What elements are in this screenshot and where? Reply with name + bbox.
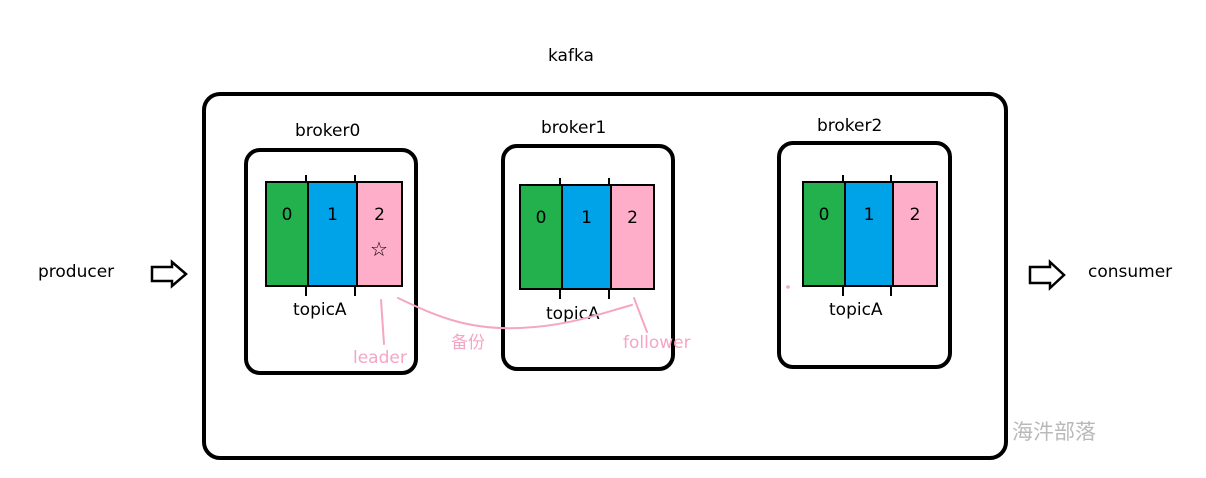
topic-partitions: 0 1 2 — [519, 184, 655, 290]
backup-label: 备份 — [451, 333, 485, 353]
broker-label: broker2 — [817, 116, 883, 136]
consumer-label: consumer — [1088, 262, 1173, 282]
broker-box — [244, 148, 418, 375]
partition-1: 1 — [561, 186, 610, 288]
partition-2: 2 — [610, 186, 653, 288]
star-icon: ☆ — [370, 237, 388, 261]
producer-label: producer — [38, 262, 115, 282]
topic-label: topicA — [829, 300, 883, 320]
partition-number: 0 — [818, 205, 830, 225]
partition-number: 0 — [281, 205, 293, 225]
broker-box — [501, 144, 675, 371]
broker-label: broker0 — [295, 121, 361, 141]
partition-2: 2 ☆ — [356, 183, 401, 285]
topic-partitions: 0 1 2 ☆ — [265, 181, 403, 287]
follower-label: follower — [623, 333, 691, 353]
topic-partitions: 0 1 2 — [802, 181, 938, 287]
partition-number: 1 — [581, 208, 592, 228]
partition-0: 0 — [804, 183, 844, 285]
partition-number: 2 — [627, 208, 638, 228]
topic-label: topicA — [293, 300, 347, 320]
kafka-cluster-box — [202, 92, 1008, 460]
partition-1: 1 — [844, 183, 892, 285]
partition-1: 1 — [307, 183, 356, 285]
partition-number: 2 — [374, 205, 385, 225]
partition-number: 2 — [909, 205, 921, 225]
diagram-title: kafka — [548, 46, 594, 66]
partition-number: 1 — [327, 205, 338, 225]
watermark: 海汼部落 — [1012, 420, 1096, 444]
consumer-arrow-icon — [1028, 259, 1066, 291]
partition-2: 2 — [892, 183, 936, 285]
broker-box — [777, 141, 952, 369]
partition-number: 0 — [535, 208, 547, 228]
producer-arrow-icon — [150, 259, 188, 289]
partition-number: 1 — [863, 205, 875, 225]
leader-label: leader — [353, 348, 407, 368]
partition-0: 0 — [521, 186, 561, 288]
broker-label: broker1 — [541, 118, 607, 138]
partition-0: 0 — [267, 183, 307, 285]
